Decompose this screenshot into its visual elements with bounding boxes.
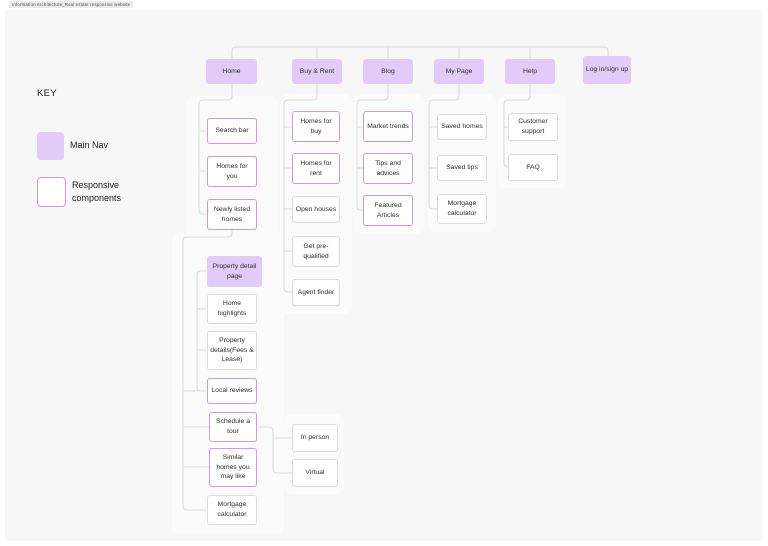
node-label: Property details(Fees & Lease): [210, 336, 254, 364]
node-label: Log in/sign up: [585, 66, 629, 74]
node-label: Help: [523, 67, 537, 75]
node-label: Mortgage calculator: [447, 200, 477, 217]
legend-item-main-nav: Main Nav: [37, 132, 150, 160]
node-faq[interactable]: FAQ: [508, 154, 558, 181]
node-similar-homes[interactable]: Similar homes you may like: [209, 448, 257, 487]
node-market-trends[interactable]: Market trends: [363, 111, 413, 142]
node-nav-help[interactable]: Help: [505, 59, 555, 84]
node-get-pre-qualified[interactable]: Get pre-qualified: [292, 236, 340, 267]
main-nav-swatch[interactable]: [37, 132, 64, 160]
node-label: Newly listed homes: [213, 205, 251, 223]
node-in-person[interactable]: In person: [292, 424, 338, 452]
node-featured-articles[interactable]: Featured Articles: [363, 195, 413, 226]
node-homes-for-buy[interactable]: Homes for buy: [292, 111, 340, 142]
node-label: Featured Articles: [374, 201, 402, 219]
node-label: Virtual: [305, 469, 325, 477]
node-label: Get pre-qualified: [303, 242, 329, 260]
legend-title: KEY: [37, 88, 57, 99]
node-mortgage-calculator-home[interactable]: Mortgage calculator: [207, 495, 257, 525]
node-nav-home[interactable]: Home: [206, 59, 257, 84]
node-label: Homes for rent: [300, 159, 332, 177]
node-property-detail-page[interactable]: Property detail page: [207, 256, 262, 287]
node-tips-and-advices[interactable]: Tips and advices: [363, 153, 413, 184]
page-title-chip[interactable]: Information Architecture_Real estate res…: [9, 1, 134, 8]
legend: KEY Main Nav Responsive components: [37, 88, 167, 207]
legend-label: Responsive components: [72, 179, 122, 203]
node-label: Homes for buy: [300, 117, 332, 135]
node-saved-tips[interactable]: Saved tips: [437, 155, 487, 181]
node-label: Search bar: [215, 127, 249, 135]
node-label: Open houses: [295, 205, 337, 213]
node-homes-for-rent[interactable]: Homes for rent: [292, 153, 340, 184]
node-label: Customer support: [518, 118, 548, 135]
node-virtual[interactable]: Virtual: [292, 459, 338, 487]
node-nav-blog[interactable]: Blog: [363, 59, 413, 84]
node-label: Similar homes you may like: [216, 453, 250, 481]
node-nav-buy-rent[interactable]: Buy & Rent: [292, 59, 342, 84]
node-label: Home: [222, 67, 241, 75]
node-label: Buy & Rent: [299, 67, 335, 75]
node-label: Mortgage calculator: [217, 501, 247, 518]
node-nav-my-page[interactable]: My Page: [434, 59, 484, 84]
node-customer-support[interactable]: Customer support: [508, 113, 558, 141]
node-search-bar[interactable]: Search bar: [207, 118, 257, 144]
node-open-houses[interactable]: Open houses: [292, 196, 340, 223]
node-home-highlights[interactable]: Home highlights: [207, 294, 257, 324]
legend-item-responsive: Responsive components: [37, 177, 152, 207]
node-label: Saved tips: [446, 164, 478, 172]
node-label: My Page: [445, 67, 473, 75]
node-label: Homes for you: [216, 162, 248, 180]
node-local-reviews[interactable]: Local reviews: [207, 378, 257, 404]
node-schedule-a-tour[interactable]: Schedule a tour: [209, 412, 257, 442]
node-label: Agent finder: [297, 288, 335, 296]
node-label: Schedule a tour: [215, 418, 250, 435]
node-property-details-fees[interactable]: Property details(Fees & Lease): [207, 331, 257, 370]
node-nav-login[interactable]: Log in/sign up: [583, 56, 631, 84]
node-newly-listed-homes[interactable]: Newly listed homes: [207, 199, 257, 230]
responsive-components-swatch[interactable]: [37, 177, 66, 207]
node-mortgage-calculator-mypage[interactable]: Mortgage calculator: [437, 194, 487, 224]
node-label: Blog: [381, 67, 395, 75]
node-label: Tips and advices: [375, 159, 401, 177]
node-label: Market trends: [367, 122, 409, 130]
node-label: Saved homes: [441, 123, 483, 131]
node-label: In person: [300, 434, 330, 442]
node-label: Property detail page: [212, 262, 257, 280]
node-label: Home highlights: [217, 300, 247, 317]
node-homes-for-you[interactable]: Homes for you: [207, 156, 257, 187]
node-label: Local reviews: [211, 387, 253, 395]
node-agent-finder[interactable]: Agent finder: [292, 279, 340, 306]
node-label: FAQ: [526, 163, 540, 171]
legend-label: Main Nav: [70, 140, 109, 151]
node-saved-homes[interactable]: Saved homes: [437, 114, 487, 140]
